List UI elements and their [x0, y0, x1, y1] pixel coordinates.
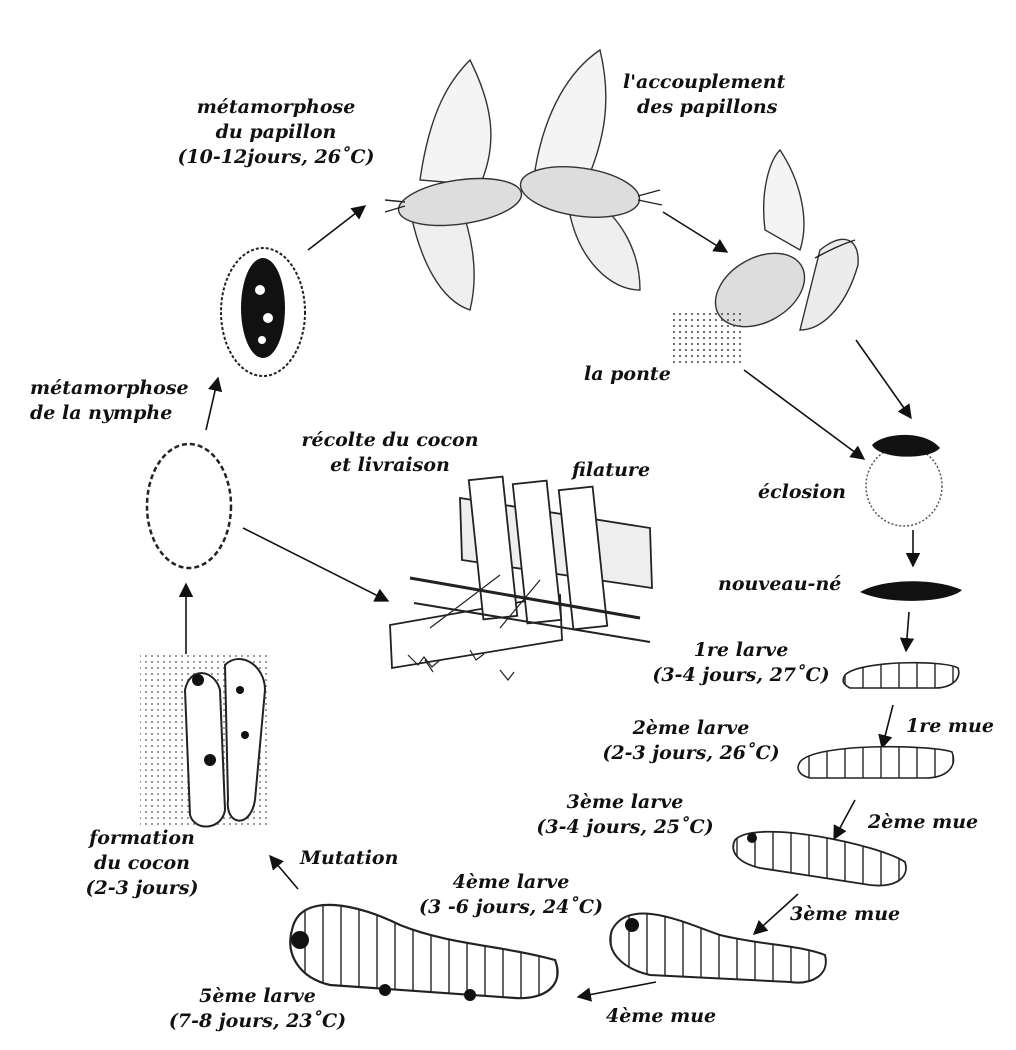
arrow-moult2	[833, 799, 856, 841]
label-larva-3: 3ème larve (3-4 jours, 25˚C)	[520, 790, 730, 840]
label-line: du papillon	[215, 121, 337, 143]
label-moult-4: 4ème mue	[606, 1004, 716, 1029]
larva-stage-1	[842, 661, 960, 689]
label-line: 3ème mue	[790, 903, 901, 925]
label-line: récolte du cocon	[301, 429, 479, 451]
label-line: nouveau-né	[718, 573, 842, 595]
label-moth-metamorphosis: métamorphose du papillon (10-12jours, 26…	[156, 95, 396, 170]
arrow-moult3	[752, 893, 799, 935]
label-filature: filature	[572, 458, 650, 483]
label-larva-5: 5ème larve (7-8 jours, 23˚C)	[150, 984, 365, 1034]
label-line: 1re mue	[906, 715, 994, 737]
label-line: la ponte	[584, 363, 671, 385]
label-line: (3-4 jours, 25˚C)	[536, 816, 714, 838]
label-moult-3: 3ème mue	[790, 902, 900, 927]
label-larva-2: 2ème larve (2-3 jours, 26˚C)	[586, 716, 796, 766]
label-line: (7-8 jours, 23˚C)	[168, 1010, 347, 1032]
label-line: et livraison	[330, 454, 450, 476]
larva-stage-3	[732, 830, 907, 887]
label-larva-4: 4ème larve (3 -6 jours, 24˚C)	[406, 870, 616, 920]
arrow-mutation	[269, 854, 299, 890]
label-line: l'accouplement	[623, 71, 786, 93]
label-larva-1: 1re larve (3-4 jours, 27˚C)	[636, 638, 846, 688]
egg-laying-moth	[672, 148, 859, 364]
label-line: (3 -6 jours, 24˚C)	[419, 896, 603, 918]
label-line: de la nymphe	[30, 402, 173, 424]
label-mutation: Mutation	[300, 846, 398, 871]
cocoon	[145, 442, 233, 570]
label-line: métamorphose	[30, 377, 189, 399]
silk-reeling-machine	[389, 475, 653, 681]
label-cocoon-formation: formation du cocon (2-3 jours)	[72, 826, 212, 901]
label-line: des papillons	[637, 96, 778, 118]
label-hatching: éclosion	[758, 480, 846, 505]
label-line: (2-3 jours, 26˚C)	[602, 742, 780, 764]
cocoon-spinning-larva	[140, 655, 270, 828]
label-line: (10-12jours, 26˚C)	[177, 146, 375, 168]
arrow-ponte-to-eclosion	[743, 369, 866, 460]
arrow-laying-to-egg	[855, 339, 912, 420]
label-nymph-metamorphosis: métamorphose de la nymphe	[30, 376, 189, 426]
label-line: filature	[572, 459, 651, 481]
label-line: 2ème mue	[868, 811, 979, 833]
mating-moths	[384, 48, 663, 311]
label-line: Mutation	[300, 847, 399, 869]
label-line: du cocon	[93, 852, 190, 874]
egg	[865, 434, 943, 527]
label-moult-1: 1re mue	[906, 714, 994, 739]
cycle-arrows	[178, 205, 921, 1002]
label-mating: l'accouplement des papillons	[623, 70, 785, 120]
label-line: 2ème larve	[632, 717, 750, 739]
label-line: formation	[89, 827, 195, 849]
label-line: 5ème larve	[199, 985, 316, 1007]
label-egg-laying: la ponte	[584, 362, 671, 387]
larva-stage-2	[797, 745, 955, 779]
arrow-nymph-metamorphosis-up	[205, 376, 223, 431]
pupa-in-cocoon	[220, 247, 306, 377]
label-line: 4ème mue	[606, 1005, 717, 1027]
label-moult-2: 2ème mue	[868, 810, 978, 835]
label-line: 4ème larve	[452, 871, 570, 893]
arrow-mating-to-laying	[662, 211, 729, 253]
newborn-larva	[860, 581, 962, 601]
label-line: (2-3 jours)	[85, 877, 199, 899]
label-line: métamorphose	[196, 96, 356, 118]
label-newborn: nouveau-né	[718, 572, 841, 597]
label-line: 3ème larve	[566, 791, 684, 813]
arrow-moult4	[576, 981, 657, 1002]
larva-stage-4	[609, 912, 827, 984]
arrow-pupa-to-moth	[307, 205, 367, 251]
label-line: (3-4 jours, 27˚C)	[652, 664, 830, 686]
label-cocoon-harvest: récolte du cocon et livraison	[290, 428, 490, 478]
larva-stage-5	[289, 903, 559, 1001]
label-line: 1re larve	[693, 639, 789, 661]
label-line: éclosion	[758, 481, 846, 503]
arrow-newborn-to-larva1	[899, 611, 915, 653]
arrow-cocoon-to-filature	[242, 527, 390, 602]
arrow-moult1	[878, 704, 894, 750]
